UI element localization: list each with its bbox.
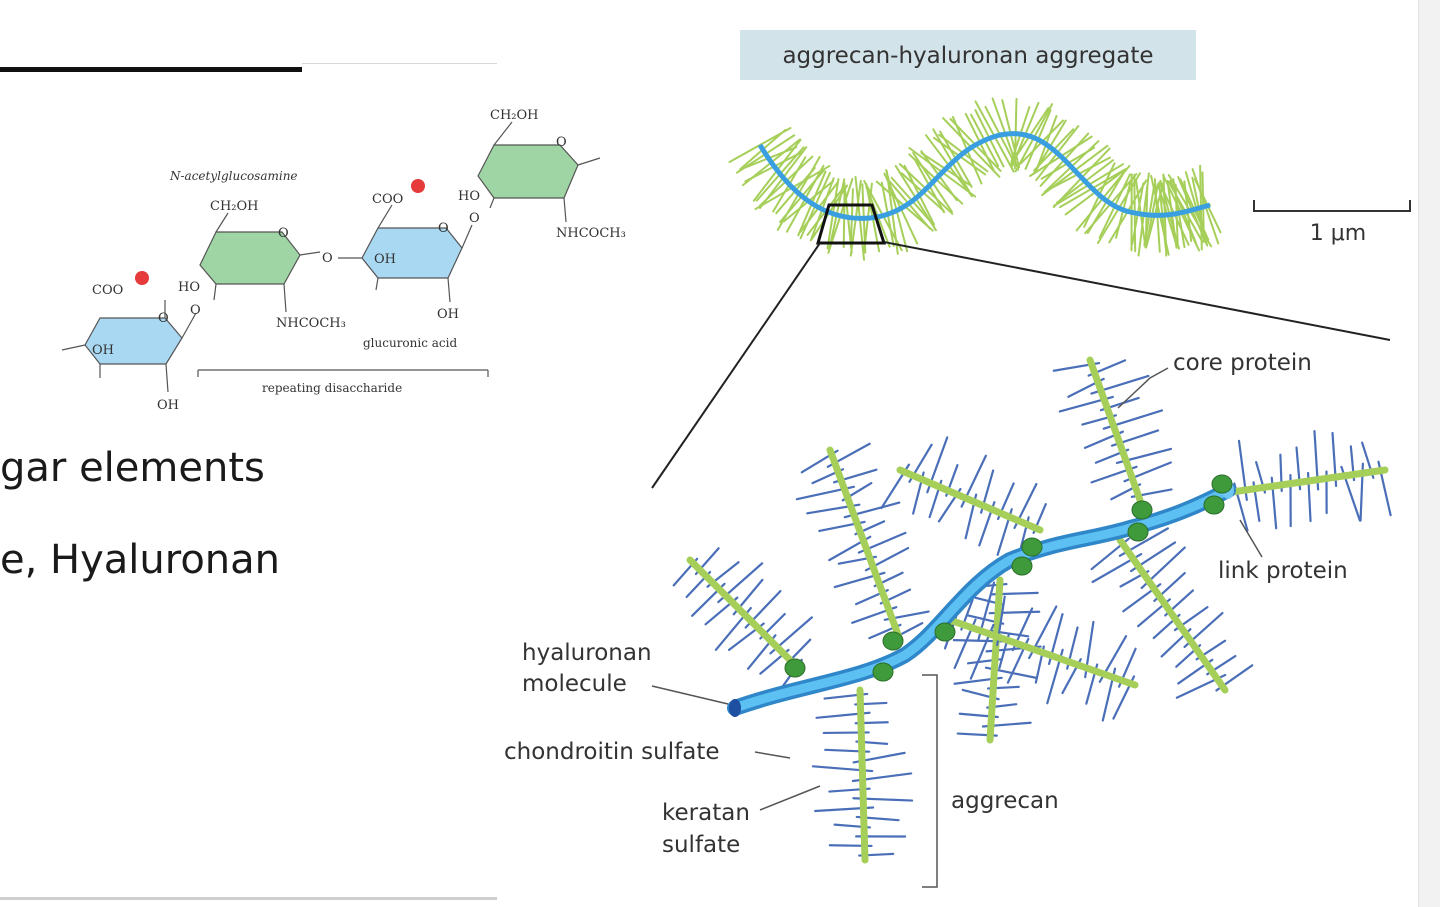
label-o-ring2: O xyxy=(278,226,289,241)
hyaluronan-molecule-highlight xyxy=(730,485,1233,713)
window-edge xyxy=(1418,0,1440,907)
negative-charge-1 xyxy=(135,271,149,285)
zoom-lines xyxy=(651,241,1391,489)
aggrecan-detail xyxy=(672,356,1392,864)
label-molecule: molecule xyxy=(522,671,627,697)
aggregate-proteoglycan-bristles xyxy=(728,97,1222,261)
label-repeating-disaccharide: repeating disaccharide xyxy=(262,381,402,395)
label-o-link-4: O xyxy=(469,211,480,226)
label-keratan: keratan xyxy=(662,800,750,826)
header-divider xyxy=(302,63,497,64)
link-protein-blob xyxy=(872,662,894,682)
label-oh-ring3: OH xyxy=(374,252,396,267)
core-protein-strand xyxy=(856,686,869,864)
label-o-ring4: O xyxy=(556,135,567,150)
label-chondroitin-sulfate: chondroitin sulfate xyxy=(504,739,720,765)
sugar-ring-4 xyxy=(477,144,579,199)
label-o-link-1: O xyxy=(158,311,169,326)
label-n-acetylglucosamine: N-acetylglucosamine xyxy=(169,169,298,183)
label-core-protein: core protein xyxy=(1173,350,1312,376)
aggregate-title-box xyxy=(740,30,1196,80)
slide-text-line-1: gar elements xyxy=(0,445,265,491)
title-underline xyxy=(0,67,302,72)
callout-lines xyxy=(651,367,1263,888)
link-protein-blob xyxy=(934,622,956,642)
core-protein-strand xyxy=(896,466,1044,534)
label-o-link-3: O xyxy=(322,251,333,266)
link-protein-blob xyxy=(784,658,806,678)
core-protein-strand xyxy=(826,446,904,644)
label-ho-ring4: HO xyxy=(458,189,480,204)
link-protein-blob xyxy=(1127,522,1149,542)
label-o-link-2: O xyxy=(190,303,201,318)
hyaluronan-end-cap xyxy=(729,699,741,717)
core-protein-strand xyxy=(1116,536,1229,694)
label-glucuronic-acid: glucuronic acid xyxy=(363,336,457,350)
aggregate-title: aggrecan-hyaluronan aggregate xyxy=(782,43,1153,69)
core-protein-strand xyxy=(986,576,1004,744)
slide-text-line-2: e, Hyaluronan xyxy=(0,537,281,583)
scale-bar-label: 1 μm xyxy=(1310,221,1366,246)
link-protein-blob xyxy=(1011,556,1033,576)
negative-charge-2 xyxy=(411,179,425,193)
link-protein-blob xyxy=(1203,495,1225,515)
label-ch2oh-2: CH₂OH xyxy=(210,199,259,214)
label-hyaluronan: hyaluronan xyxy=(522,640,652,666)
disaccharide-structure xyxy=(61,121,601,393)
label-coo-1: COO xyxy=(92,283,123,298)
label-coo-3: COO xyxy=(372,192,403,207)
core-protein-strand xyxy=(686,556,804,674)
label-oh-bottom-3: OH xyxy=(437,307,459,322)
link-protein-blob xyxy=(882,631,904,651)
label-oh-bottom-1: OH xyxy=(157,398,179,413)
label-aggrecan: aggrecan xyxy=(951,788,1059,814)
scale-bar xyxy=(1253,200,1411,212)
label-o-ring3: O xyxy=(438,221,449,236)
link-protein-blob xyxy=(1021,537,1043,557)
label-nhcoch3-4: NHCOCH₃ xyxy=(556,226,626,241)
link-protein-blob xyxy=(1211,474,1233,494)
detail-labels: core protein link protein hyaluronan mol… xyxy=(504,350,1348,858)
label-link-protein: link protein xyxy=(1218,558,1348,584)
label-oh-ring1: OH xyxy=(92,343,114,358)
charge-markers xyxy=(135,179,425,285)
structure-labels: N-acetylglucosamine CH₂OH CH₂OH COO COO … xyxy=(92,108,626,413)
core-protein-strand xyxy=(946,616,1139,689)
label-ch2oh-4: CH₂OH xyxy=(490,108,539,123)
bottom-divider xyxy=(0,897,497,900)
label-sulfate: sulfate xyxy=(662,832,740,858)
aggregate-hyaluronan-strand xyxy=(757,131,1211,221)
label-ho-ring2: HO xyxy=(178,280,200,295)
core-protein-strand xyxy=(1086,356,1144,504)
link-protein-blob xyxy=(1131,500,1153,520)
core-protein-strand xyxy=(1228,466,1389,496)
link-proteins xyxy=(784,474,1233,682)
label-nhcoch3-2: NHCOCH₃ xyxy=(276,316,346,331)
